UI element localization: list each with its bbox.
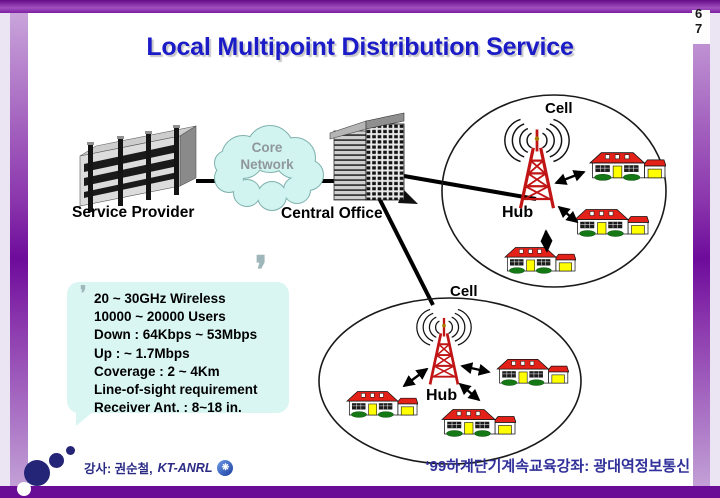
page-number-top: 6	[695, 6, 703, 21]
specs-text: 20 ~ 30GHz Wireless 10000 ~ 20000 Users …	[67, 282, 289, 417]
cell-bottom-label: Cell	[450, 283, 478, 300]
spec-line: Line-of-sight requirement	[94, 382, 258, 398]
kt-logo-dot	[49, 453, 64, 468]
slide-title: Local Multipoint Distribution Service	[146, 33, 574, 61]
kt-logo	[17, 444, 78, 496]
house-icon	[441, 409, 516, 437]
footer-instructor: 강사: 권순철, KT-ANRL ❋	[84, 458, 234, 477]
kt-logo-blob	[17, 460, 50, 496]
spec-line: 20 ~ 30GHz Wireless	[94, 291, 226, 306]
core-network-cloud	[214, 125, 324, 211]
specs-callout: 20 ~ 30GHz Wireless 10000 ~ 20000 Users …	[67, 282, 289, 415]
house-icon	[589, 152, 666, 181]
footer-course: ‘99하계단기계속교육강좌: 광대역정보통신	[425, 458, 690, 475]
slide-frame-left	[10, 13, 28, 486]
page-numbers: 6 7	[695, 6, 702, 36]
hub-top-label: Hub	[502, 204, 534, 221]
kt-logo-dot	[66, 446, 75, 455]
service-provider-label: Service Provider	[72, 204, 195, 221]
page-number-bottom: 7	[695, 21, 703, 36]
core-network-label: Core Network	[227, 140, 307, 173]
subscriber-arrows	[402, 170, 586, 402]
core-network-line2: Network	[240, 156, 294, 172]
spec-line: Up : ~ 1.7Mbps	[94, 345, 190, 361]
spec-line: Coverage : 2 ~ 4Km	[94, 363, 220, 379]
house-icon	[574, 209, 649, 237]
service-provider-building	[79, 125, 197, 212]
instructor-text: 강사: 권순철,	[84, 462, 153, 476]
page-number-backdrop	[692, 10, 710, 44]
hub-bottom-label: Hub	[426, 387, 458, 404]
central-office-building	[329, 112, 418, 204]
central-office-label: Central Office	[281, 205, 383, 222]
core-network-line1: Core	[251, 140, 283, 155]
org-badge-icon: ❋	[217, 459, 234, 476]
slide-frame-right	[693, 13, 710, 486]
quote-icon: ❜	[255, 250, 268, 292]
slide-frame-top	[0, 0, 720, 13]
quote-icon: ❜	[80, 283, 87, 305]
org-text: KT-ANRL	[157, 460, 213, 475]
spec-line: Receiver Ant. : 8~18 in.	[94, 400, 242, 416]
cell-top-label: Cell	[545, 100, 573, 117]
spec-line: 10000 ~ 20000 Users	[94, 309, 226, 325]
house-icon	[504, 247, 576, 274]
cell-ellipse-top	[441, 94, 667, 288]
slide-frame-bottom	[0, 486, 720, 498]
house-icon	[346, 391, 418, 418]
cell-ellipse-bottom	[318, 297, 582, 465]
house-icon	[496, 359, 569, 386]
spec-line: Down : 64Kbps ~ 53Mbps	[94, 327, 258, 343]
hub-tower-bottom	[415, 308, 473, 386]
